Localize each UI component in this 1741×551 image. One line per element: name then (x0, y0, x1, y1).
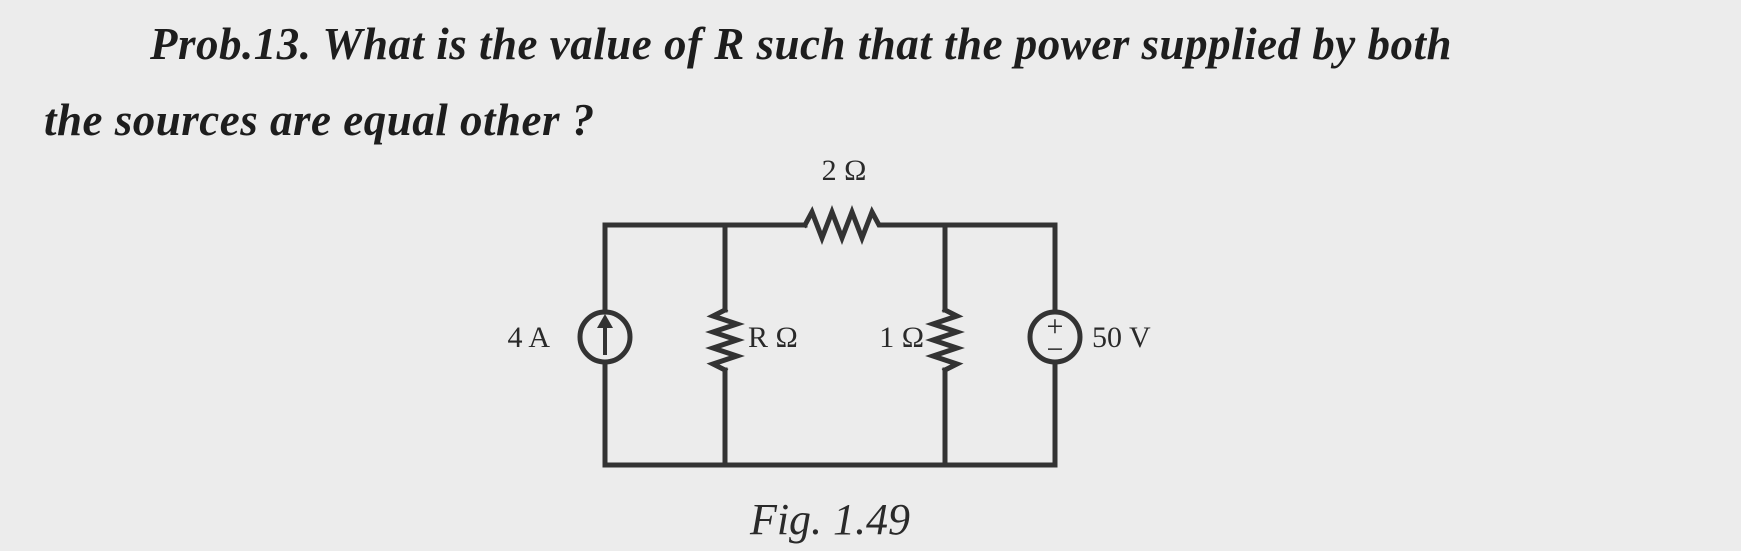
minus-sign: − (1047, 333, 1064, 366)
right-resistor-label: 1 Ω (879, 321, 924, 354)
left-resistor (705, 306, 745, 374)
top-left-wire (602, 222, 1058, 468)
current-source (577, 309, 633, 365)
top-resistor-label: 2 Ω (822, 154, 867, 187)
figure-caption: Fig. 1.49 (749, 495, 910, 544)
left-resistor-label: R Ω (748, 321, 798, 354)
problem-statement: Prob.13. What is the value of R such tha… (44, 6, 1724, 158)
current-source-label: 4 A (507, 321, 550, 354)
problem-line-1: Prob.13. What is the value of R such tha… (150, 19, 1453, 69)
top-resistor (801, 205, 888, 245)
voltage-source-label: 50 V (1092, 321, 1151, 354)
arrow-up-icon (597, 314, 613, 328)
problem-line-2: the sources are equal other ? (44, 95, 595, 145)
right-resistor (925, 306, 965, 374)
plus-sign: + (1047, 310, 1064, 343)
voltage-source: + − (1027, 309, 1083, 366)
